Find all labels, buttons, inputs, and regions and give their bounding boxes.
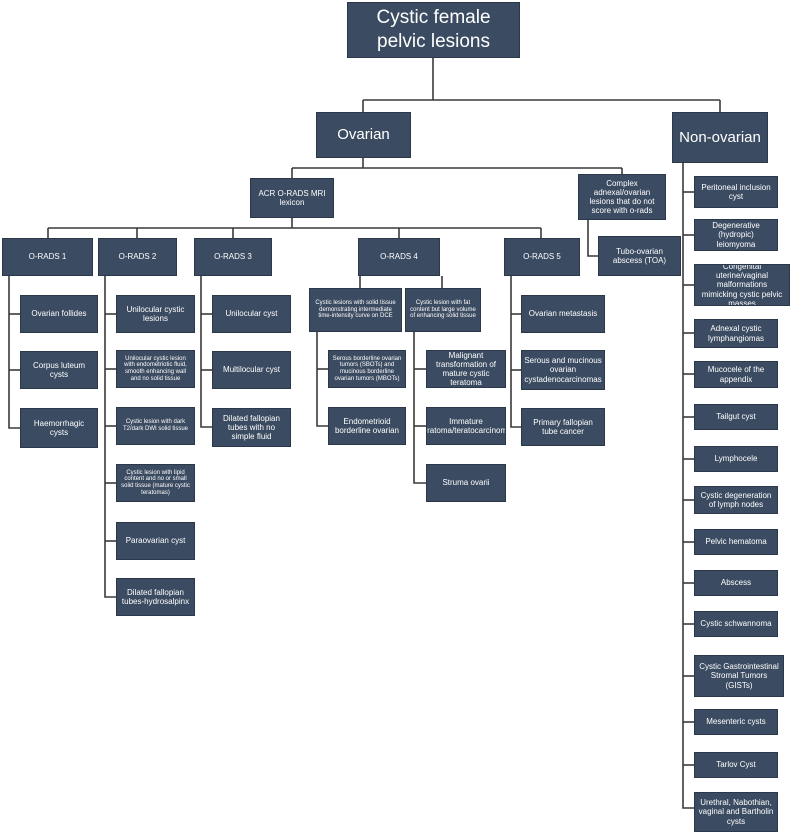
orads4-solid-item: Serous borderline ovarian tumors (SBOTs)… [328, 350, 406, 388]
orads2-item: Unilocular cystic lesion with endometrio… [116, 350, 195, 388]
non-ovarian-item: Pelvic hematoma [694, 529, 778, 555]
orads-lexicon-node: ACR O-RADS MRI lexicon [250, 178, 334, 218]
connector [587, 220, 598, 257]
orads4-solid-tissue-node: Cystic lesions with solid tissue demonst… [309, 288, 402, 332]
non-ovarian-item: Tailgut cyst [694, 404, 778, 430]
connector [316, 332, 328, 427]
toa-node: Tubo-ovarian abscess (TOA) [598, 236, 681, 276]
non-ovarian-item: Adnexal cystic lymphangiomas [694, 319, 778, 348]
ovarian-node: Ovarian [316, 112, 411, 158]
orads5-node: O-RADS 5 [504, 238, 580, 276]
orads5-item: Ovarian metastasis [521, 295, 605, 333]
orads4-node: O-RADS 4 [358, 238, 440, 276]
orads2-item: Dilated fallopian tubes-hydrosalpinx [116, 578, 195, 616]
non-ovarian-item: Congenital uterine/vaginal malformations… [694, 264, 790, 306]
orads4-fat-item: Immature teratoma/teratocarcinoma [426, 407, 506, 445]
orads3-node: O-RADS 3 [194, 238, 272, 276]
root-node: Cystic female pelvic lesions [347, 2, 520, 58]
orads5-item: Serous and mucinous ovarian cystadenocar… [521, 350, 605, 390]
orads5-item: Primary fallopian tube cancer [521, 408, 605, 446]
orads1-node: O-RADS 1 [2, 238, 93, 276]
orads4-fat-item: Malignant transformation of mature cysti… [426, 350, 506, 388]
orads1-item: Ovarian follides [20, 295, 98, 333]
orads2-item: Paraovarian cyst [116, 522, 195, 560]
complex-lesions-node: Complex adnexal/ovarian lesions that do … [578, 174, 666, 220]
orads2-item: Cystic lesion with lipid content and no … [116, 464, 195, 502]
non-ovarian-item: Urethral, Nabothian, vaginal and Barthol… [694, 792, 778, 832]
connector [104, 276, 116, 598]
orads2-item: Cystic lesion with dark T2/dark DWI soli… [116, 407, 195, 445]
non-ovarian-item: Lymphocele [694, 446, 778, 472]
orads4-fat-content-node: Cystic lesion with fat content but large… [405, 288, 481, 332]
non-ovarian-item: Mesenteric cysts [694, 709, 778, 735]
non-ovarian-item: Tarlov Cyst [694, 752, 778, 778]
orads4-fat-item: Struma ovarii [426, 464, 506, 502]
non-ovarian-item: Peritoneal inclusion cyst [694, 176, 778, 208]
non-ovarian-item: Degenerative (hydropic) leiomyoma [694, 219, 778, 251]
non-ovarian-item: Cystic Gastrointestinal Stromal Tumors (… [694, 655, 784, 697]
orads2-node: O-RADS 2 [98, 238, 177, 276]
connector [8, 276, 20, 429]
non-ovarian-item: Mucocele of the appendix [694, 361, 778, 388]
connector [413, 332, 426, 484]
non-ovarian-item: Abscess [694, 570, 778, 596]
orads3-item: Multilocular cyst [212, 351, 291, 389]
connector [200, 276, 212, 428]
non-ovarian-item: Cystic schwannoma [694, 611, 778, 637]
orads3-item: Dilated fallopian tubes with no simple f… [212, 408, 291, 447]
connector-group [8, 58, 721, 809]
orads4-solid-item: Endometrioid borderline ovarian [328, 407, 406, 445]
orads2-item: Unilocular cystic lesions [116, 295, 195, 333]
connector [682, 163, 694, 809]
orads3-item: Unilocular cyst [212, 295, 291, 333]
non-ovarian-node: Non-ovarian [672, 112, 768, 163]
connector [510, 276, 521, 428]
orads1-item: Haemorrhagic cysts [20, 408, 98, 448]
non-ovarian-item: Cystic degeneration of lymph nodes [694, 486, 778, 514]
orads1-item: Corpus luteum cysts [20, 351, 98, 389]
